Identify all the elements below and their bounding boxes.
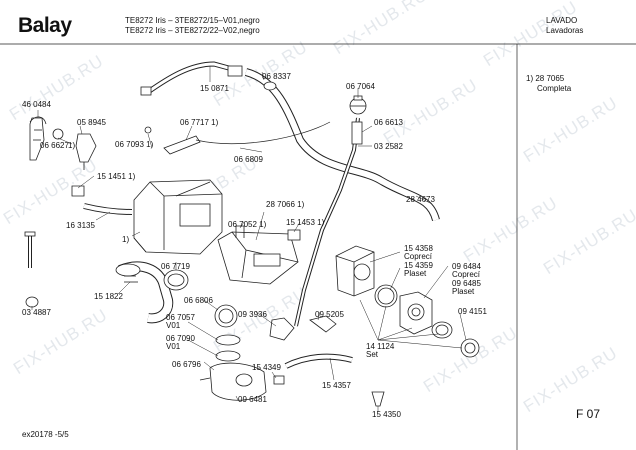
part-label: 15 4359 <box>404 261 433 270</box>
legend-line-2: Completa <box>537 84 572 93</box>
subcategory: Lavadoras <box>546 26 584 35</box>
part-label: 06 6613 <box>374 118 403 127</box>
category: LAVADO <box>546 16 578 25</box>
part-label: 1) <box>68 141 76 150</box>
page-number: F 07 <box>576 407 601 421</box>
part-label: 15 0871 <box>200 84 229 93</box>
part-label: 06 7052 1) <box>228 220 267 229</box>
part-label: 03 2582 <box>374 142 403 151</box>
part-label: 15 1451 1) <box>97 172 136 181</box>
part-label: 06 6806 <box>184 296 213 305</box>
part-label: 28 4673 <box>406 195 435 204</box>
part-label: 05 8945 <box>77 118 106 127</box>
part-label: 06 7717 1) <box>180 118 219 127</box>
part-label: V01 <box>166 342 181 351</box>
part-label: 16 3135 <box>66 221 95 230</box>
part-label: 28 7066 1) <box>266 200 305 209</box>
part-label: 09 6485 <box>452 279 481 288</box>
part-label: 15 4357 <box>322 381 351 390</box>
part-label: 14 1124 <box>366 342 395 351</box>
model-line-2: TE8272 Iris – 3TE8272/22–V02,negro <box>125 26 260 35</box>
legend-line-1: 1) 28 7065 <box>526 74 565 83</box>
part-label: 09 3936 <box>238 310 267 319</box>
part-label: 06 7719 <box>161 262 190 271</box>
brand-logo: Balay <box>18 14 72 37</box>
model-line-1: TE8272 Iris – 3TE8272/15–V01,negro <box>125 16 260 25</box>
part-label: 15 4350 <box>372 410 401 419</box>
part-label: 06 7093 1) <box>115 140 154 149</box>
part-label: 03 4887 <box>22 308 51 317</box>
part-label: Plaset <box>404 269 427 278</box>
part-label: 06 6796 <box>172 360 201 369</box>
part-label: 15 4349 <box>252 363 281 372</box>
part-label: 06 7064 <box>346 82 375 91</box>
part-label: 09 6481 <box>238 395 267 404</box>
doc-id: ex20178 -5/5 <box>22 430 69 439</box>
part-label: Set <box>366 350 379 359</box>
part-label: 15 1453 1) <box>286 218 325 227</box>
part-label: 09 5205 <box>315 310 344 319</box>
part-label: 1) <box>122 235 130 244</box>
part-label: 06 8337 <box>262 72 291 81</box>
part-label: 46 0484 <box>22 100 51 109</box>
part-label: Coprecí <box>452 270 481 279</box>
part-label: 06 6809 <box>234 155 263 164</box>
part-label: 15 4358 <box>404 244 433 253</box>
part-label: 15 1822 <box>94 292 123 301</box>
part-label: 09 4151 <box>458 307 487 316</box>
part-label: Plaset <box>452 287 475 296</box>
part-label: Coprecí <box>404 252 433 261</box>
part-label: 06 7057 <box>166 313 195 322</box>
part-label: 06 7090 <box>166 334 195 343</box>
part-label: 09 6484 <box>452 262 481 271</box>
part-label: V01 <box>166 321 181 330</box>
part-label: 06 6627 <box>40 141 69 150</box>
